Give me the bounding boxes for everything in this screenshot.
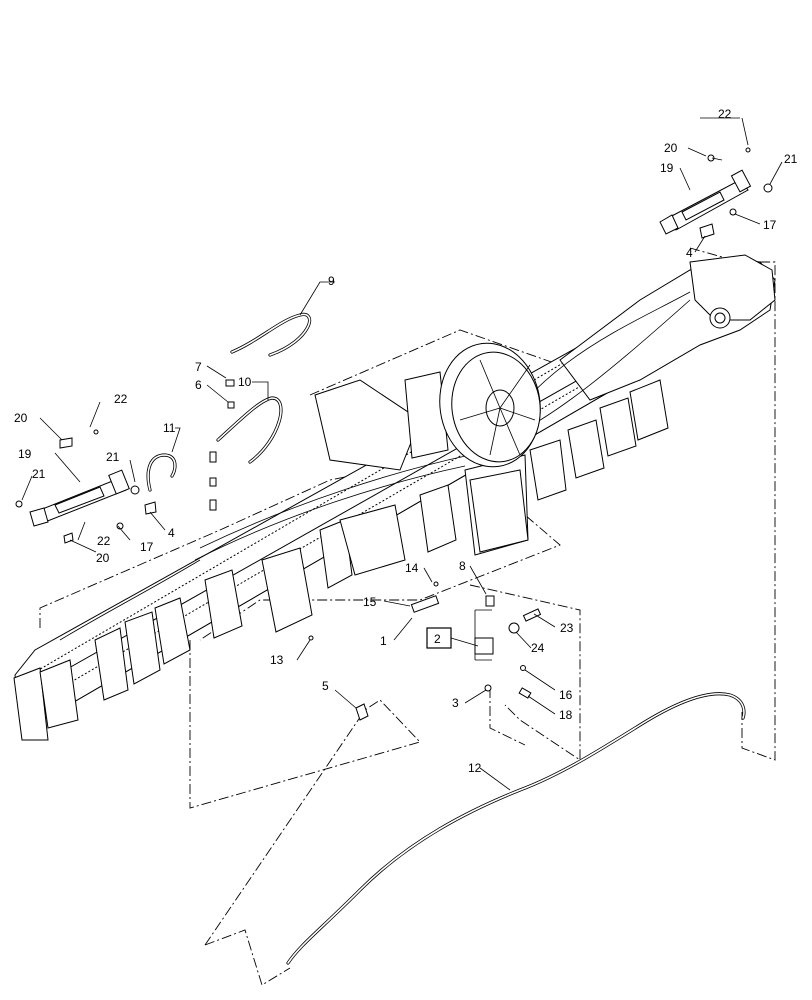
callout-21-left-a: 21 [106,450,120,464]
callout-21-right: 21 [784,152,798,166]
callout-19-right: 19 [660,161,674,175]
callout-16: 16 [559,688,573,702]
callout-17-right: 17 [763,218,777,232]
callout-7: 7 [195,360,202,374]
callout-20-left-bottom: 20 [96,551,110,565]
callout-8: 8 [459,559,466,573]
callout-13: 13 [270,653,284,667]
callout-labels: 1 2 3 4 4 5 6 7 8 9 10 11 12 13 14 15 16… [14,107,798,775]
callout-5: 5 [322,679,329,693]
callout-1: 1 [380,634,387,648]
callout-12: 12 [468,761,482,775]
right-cylinder-assembly [659,147,773,239]
callout-14: 14 [405,561,419,575]
callout-18: 18 [559,708,573,722]
callout-19-left: 19 [18,447,32,461]
callout-6: 6 [195,378,202,392]
callout-2: 2 [434,632,441,646]
callout-22-left-top: 22 [114,392,128,406]
callout-11: 11 [163,421,176,435]
callout-22-right: 22 [718,107,732,121]
callout-15: 15 [363,595,377,609]
callout-22-left-bottom: 22 [97,534,111,548]
marker-wheel [439,342,541,553]
callout-4-right: 4 [686,246,693,260]
callout-3: 3 [452,696,459,710]
small-hardware [209,379,542,721]
left-cylinder-assembly [15,429,157,544]
callout-17-left: 17 [140,540,154,554]
callout-20-right: 20 [664,141,678,155]
callout-20-left-top: 20 [14,411,28,425]
callout-23: 23 [560,621,574,635]
callout-9: 9 [328,274,335,288]
callout-4-left: 4 [168,526,175,540]
callout-24: 24 [531,641,545,655]
main-frame-assembly [13,254,776,741]
leader-lines [21,117,783,791]
callout-10: 10 [238,375,252,389]
ring-right [763,183,773,193]
callout-21-left-b: 21 [32,467,46,481]
